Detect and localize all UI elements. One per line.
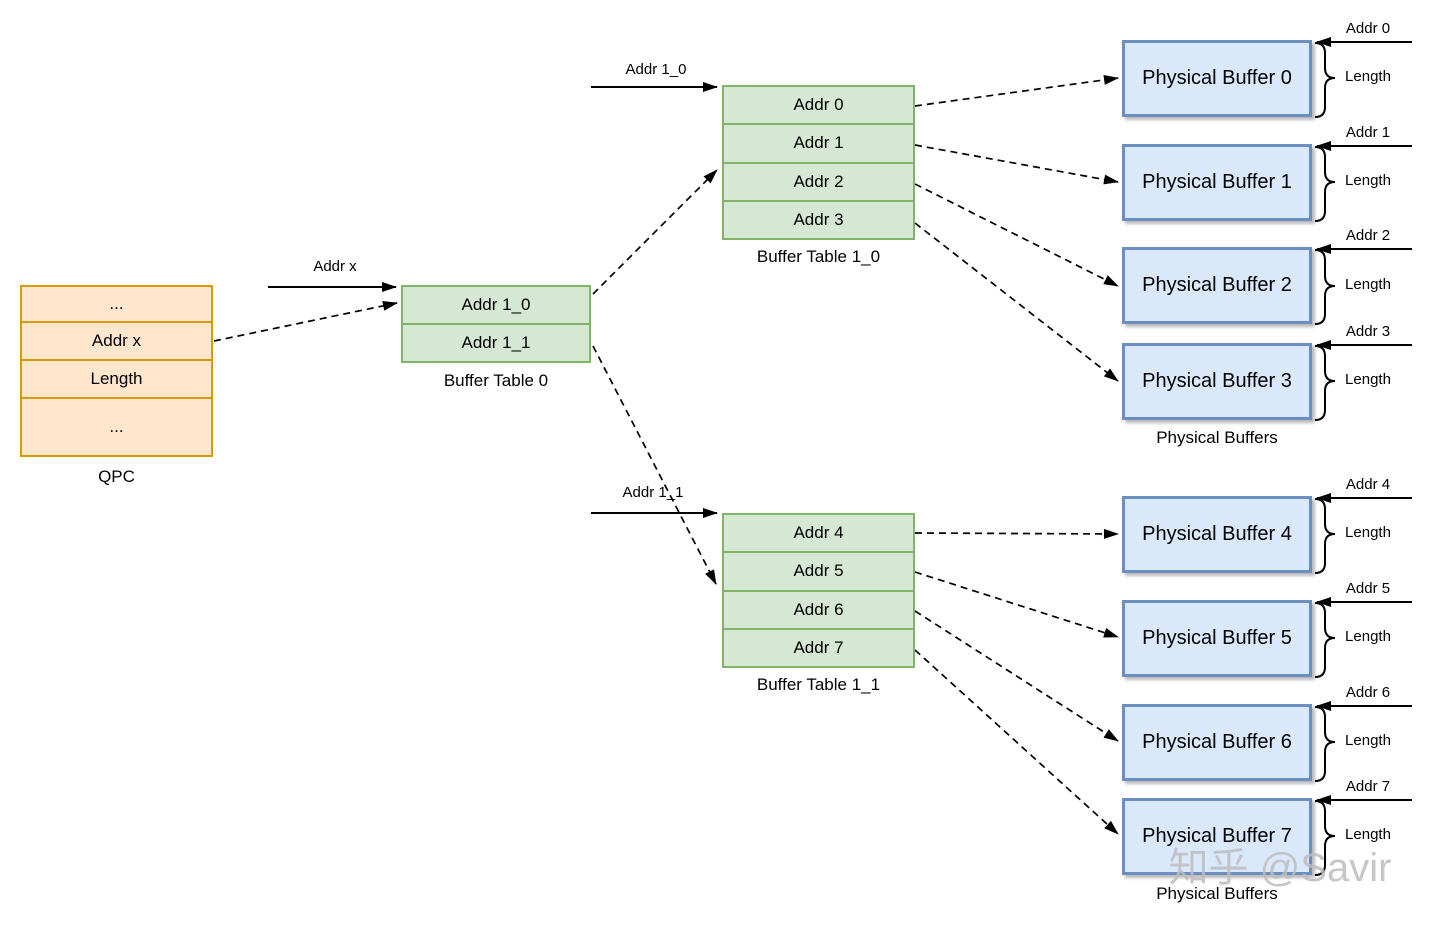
dashed-arrow-qpc-to-buffer-table-0: [213, 300, 398, 342]
pb7-length-label: Length: [1345, 826, 1391, 843]
length-brace-pb5: [1314, 602, 1336, 678]
pb4-addr-label: Addr 4: [1345, 476, 1391, 493]
buffer-table-1-0: Addr 0 Addr 1 Addr 2 Addr 3: [722, 85, 915, 240]
physical-buffer-4: Physical Buffer 4: [1122, 496, 1312, 573]
physical-buffer-6-label: Physical Buffer 6: [1142, 731, 1292, 753]
buffer-table-1-1: Addr 4 Addr 5 Addr 6 Addr 7: [722, 513, 915, 668]
physical-buffer-0: Physical Buffer 0: [1122, 40, 1312, 117]
physical-buffer-5-label: Physical Buffer 5: [1142, 627, 1292, 649]
length-brace-pb4: [1314, 498, 1336, 574]
buffer-table-1-1-row: Addr 6: [724, 589, 913, 628]
dashed-arrow-addr4-to-pb4: [914, 528, 1119, 539]
dashed-arrow-addr3-to-pb3: [914, 222, 1119, 382]
physical-buffers-top-caption: Physical Buffers: [1156, 428, 1278, 447]
pb2-length-label: Length: [1345, 276, 1391, 293]
physical-buffers-bottom-caption: Physical Buffers: [1156, 884, 1278, 903]
physical-buffer-7-label: Physical Buffer 7: [1142, 825, 1292, 847]
dashed-arrow-bt0-to-bt1-1: [592, 345, 717, 585]
pb1-length-label: Length: [1345, 172, 1391, 189]
buffer-table-1-0-row: Addr 2: [724, 161, 913, 200]
qpc-caption: QPC: [98, 467, 135, 486]
physical-buffer-3: Physical Buffer 3: [1122, 343, 1312, 420]
physical-buffer-2: Physical Buffer 2: [1122, 247, 1312, 324]
physical-buffer-3-label: Physical Buffer 3: [1142, 370, 1292, 392]
buffer-table-1-0-caption: Buffer Table 1_0: [756, 247, 881, 266]
physical-buffer-4-label: Physical Buffer 4: [1142, 523, 1292, 545]
dashed-arrow-addr6-to-pb6: [914, 610, 1119, 742]
buffer-table-1-0-row: Addr 0: [793, 95, 844, 115]
pb6-length-label: Length: [1345, 732, 1391, 749]
physical-buffer-5: Physical Buffer 5: [1122, 600, 1312, 677]
buffer-table-1-1-row: Addr 5: [724, 551, 913, 589]
pb0-addr-label: Addr 0: [1345, 20, 1391, 37]
arrow-label-addr-x: Addr x: [313, 258, 357, 275]
qpc-table: ... Addr x Length ...: [20, 285, 213, 457]
arrow-label-addr-1-0: Addr 1_0: [625, 61, 687, 78]
pb1-addr-label: Addr 1: [1345, 124, 1391, 141]
pb6-addr-label: Addr 6: [1345, 684, 1391, 701]
watermark: 知乎 @Savir: [1168, 846, 1392, 890]
buffer-table-0-row: Addr 1_0: [461, 295, 531, 314]
physical-buffer-6: Physical Buffer 6: [1122, 704, 1312, 781]
qpc-row: ...: [109, 294, 124, 313]
pb7-addr-label: Addr 7: [1345, 778, 1391, 795]
buffer-table-0: Addr 1_0 Addr 1_1: [401, 285, 591, 363]
qpc-row-length: Length: [22, 359, 211, 397]
dashed-arrow-addr5-to-pb5: [914, 571, 1119, 638]
qpc-row-addr-x: Addr x: [22, 321, 211, 359]
buffer-table-1-1-row: Addr 4: [793, 523, 844, 543]
dashed-arrow-bt0-to-bt1-0: [592, 169, 718, 295]
dashed-arrow-addr0-to-pb0: [914, 74, 1119, 107]
arrow-label-addr-1-1: Addr 1_1: [622, 484, 684, 501]
pb0-length-label: Length: [1345, 68, 1391, 85]
buffer-table-1-0-row: Addr 1: [724, 123, 913, 161]
length-brace-pb0: [1314, 42, 1336, 118]
buffer-table-0-row: Addr 1_1: [403, 323, 589, 361]
dashed-arrow-addr7-to-pb7: [914, 649, 1119, 835]
length-brace-pb1: [1314, 146, 1336, 222]
length-brace-pb7: [1314, 800, 1336, 876]
buffer-table-0-caption: Buffer Table 0: [443, 371, 549, 390]
length-brace-pb6: [1314, 706, 1336, 782]
pb3-length-label: Length: [1345, 371, 1391, 388]
physical-buffer-2-label: Physical Buffer 2: [1142, 274, 1292, 296]
pb5-length-label: Length: [1345, 628, 1391, 645]
physical-buffer-1-label: Physical Buffer 1: [1142, 171, 1292, 193]
physical-buffer-1: Physical Buffer 1: [1122, 144, 1312, 221]
buffer-table-1-1-row: Addr 7: [724, 627, 913, 666]
dashed-arrow-addr2-to-pb2: [914, 183, 1119, 287]
length-brace-pb2: [1314, 249, 1336, 325]
dashed-arrow-addr1-to-pb1: [914, 144, 1119, 185]
physical-buffer-7: Physical Buffer 7: [1122, 798, 1312, 875]
buffer-table-1-1-caption: Buffer Table 1_1: [756, 675, 881, 694]
pb5-addr-label: Addr 5: [1345, 580, 1391, 597]
pb3-addr-label: Addr 3: [1345, 323, 1391, 340]
pb4-length-label: Length: [1345, 524, 1391, 541]
physical-buffer-0-label: Physical Buffer 0: [1142, 67, 1292, 89]
length-brace-pb3: [1314, 345, 1336, 421]
buffer-table-1-0-row: Addr 3: [724, 199, 913, 238]
pb2-addr-label: Addr 2: [1345, 227, 1391, 244]
qpc-row: ...: [22, 397, 211, 455]
